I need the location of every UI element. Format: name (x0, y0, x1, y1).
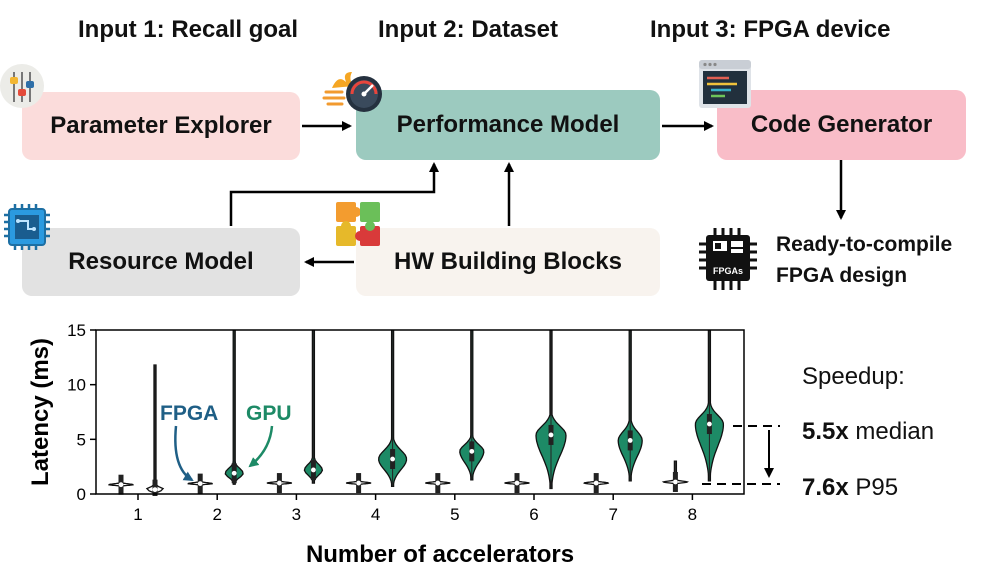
input1-title: Input 1: Recall goal (78, 16, 299, 43)
gpu-median-dot (707, 421, 712, 427)
violins-group (108, 330, 725, 496)
performance-model-label: Performance Model (396, 111, 620, 138)
speedup-median: 5.5x median (802, 418, 934, 446)
hw-building-blocks-box: HW Building Blocks (356, 228, 660, 296)
plot-frame (95, 329, 745, 495)
fpga-annotation-arrow (174, 425, 194, 482)
performance-model-box: Performance Model (356, 90, 660, 160)
fpga-median-dot (277, 480, 282, 486)
y-tick-label: 10 (67, 376, 86, 395)
gpu-median-dot (627, 438, 633, 443)
gpu-median-dot (231, 470, 237, 476)
x-tick-label: 4 (371, 505, 380, 524)
y-tick-label: 15 (67, 321, 86, 340)
input3-title: Input 3: FPGA device (650, 16, 891, 43)
ready-output-line1: Ready-to-compile (776, 233, 953, 256)
x-tick-label: 2 (212, 505, 221, 524)
x-tick-label: 6 (529, 505, 538, 524)
fpga-chip-icon: FPGAs (699, 228, 757, 290)
axes-group: 0 5 10 15 1 2 3 4 5 6 7 8 (67, 321, 697, 524)
code-generator-box: Code Generator (717, 90, 966, 160)
resource-model-label: Resource Model (68, 248, 254, 275)
x-axis-label: Number of accelerators (306, 541, 574, 568)
fpga-median-dot (435, 480, 441, 486)
speedup-p95: 7.6x P95 (802, 474, 898, 502)
cpu-chip-icon (4, 204, 50, 250)
gpu-median-dot (548, 432, 554, 438)
speedometer-icon (322, 72, 382, 112)
gpu-median-dot (469, 448, 475, 454)
speedup-median-value: 5.5x (802, 418, 849, 445)
parameter-explorer-box: Parameter Explorer (22, 92, 300, 160)
input2-title: Input 2: Dataset (378, 16, 559, 43)
fpga-median-dot (118, 482, 124, 488)
x-tick-label: 7 (608, 505, 617, 524)
x-tick-label: 1 (133, 505, 142, 524)
fpga-median-dot (593, 480, 599, 486)
violin-plot: 0 5 10 15 1 2 3 4 5 6 7 8 Latency (ms) Number of ac… (27, 321, 780, 568)
x-tick-label: 5 (450, 505, 459, 524)
fpga-chip-label: FPGAs (713, 266, 743, 276)
fpga-median-dot (673, 479, 678, 485)
y-tick-label: 5 (77, 430, 86, 449)
speedup-title: Speedup: (802, 363, 905, 390)
gpu-median-dot (152, 487, 158, 493)
speedup-p95-value: 7.6x (802, 474, 849, 501)
speedup-median-label: median (855, 418, 935, 445)
speedup-p95-label: P95 (855, 474, 899, 501)
gpu-annotation: GPU (246, 402, 292, 425)
y-axis-label: Latency (ms) (27, 338, 54, 486)
x-tick-label: 8 (688, 505, 697, 524)
x-tick-label: 3 (292, 505, 301, 524)
ready-output-line2: FPGA design (776, 264, 908, 287)
parameter-explorer-label: Parameter Explorer (50, 112, 272, 139)
resource-model-box: Resource Model (22, 228, 300, 296)
code-generator-label: Code Generator (750, 111, 933, 138)
ready-output-text: Ready-to-compile FPGA design (776, 229, 952, 291)
gpu-median-dot (390, 456, 395, 462)
gpu-median-dot (311, 467, 316, 473)
fpga-annotation: FPGA (160, 402, 218, 425)
diagram-arrows (229, 121, 846, 267)
fpga-median-dot (197, 481, 203, 487)
fpga-median-dot (356, 480, 361, 486)
arrow-resource-to-performance (229, 162, 439, 226)
code-editor-icon (699, 60, 751, 108)
fpga-median-dot (514, 480, 520, 486)
puzzle-icon (336, 202, 380, 246)
hw-building-blocks-label: HW Building Blocks (394, 248, 622, 275)
y-tick-label: 0 (77, 485, 86, 504)
sliders-icon (0, 64, 44, 108)
gpu-annotation-arrow (248, 425, 274, 468)
